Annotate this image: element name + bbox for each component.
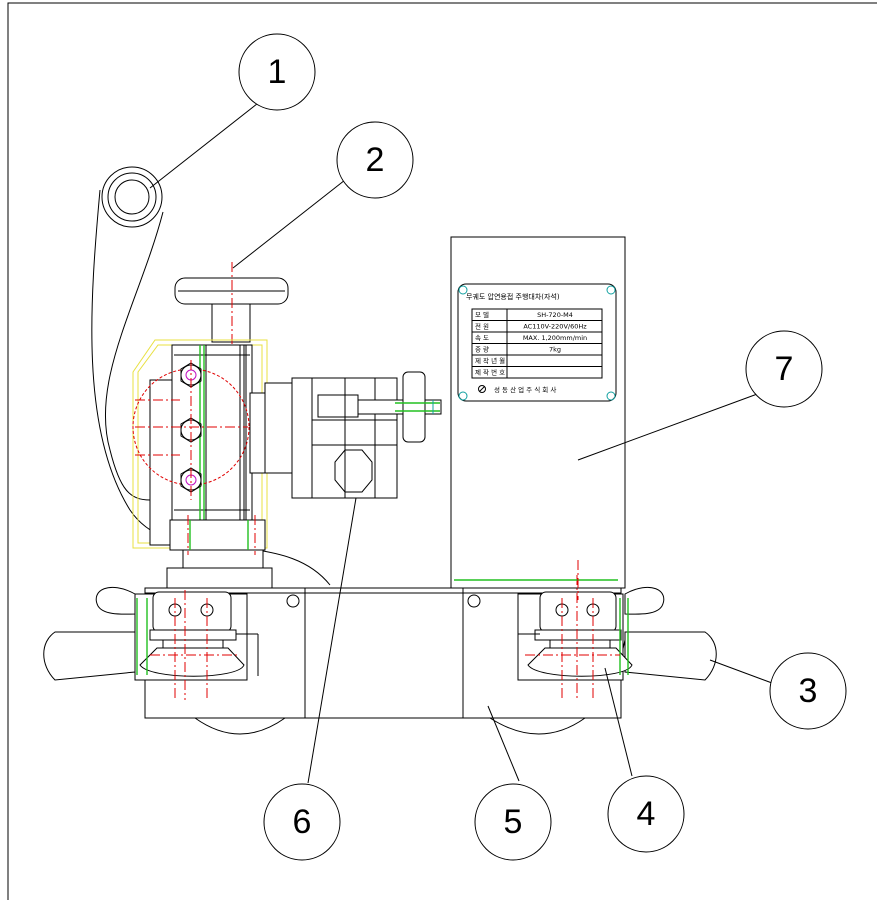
- nameplate-key: 제 작 년 월: [475, 356, 505, 365]
- callout-label: 4: [637, 795, 656, 833]
- callout-label: 7: [775, 350, 794, 388]
- maker-logo-icon: [478, 385, 486, 393]
- drawing-frame: [7, 2, 877, 900]
- torch-holder: [132, 262, 442, 589]
- nameplate-value: SH-720-M4: [537, 311, 573, 319]
- callout-label: 5: [504, 803, 523, 841]
- callout-7: 7: [745, 330, 823, 408]
- right-clamp: [517, 575, 717, 700]
- nameplate-value: AC110V-220V/60Hz: [523, 323, 587, 331]
- nameplate: 무궤도 압연용접 주행대차(자석) 모 델 SH-720-M4 전 원 AC11…: [457, 283, 617, 402]
- callout-label: 3: [799, 672, 818, 710]
- callout-5: 5: [474, 783, 552, 861]
- left-clamp: [43, 586, 259, 700]
- callout-label: 2: [366, 141, 385, 179]
- callout-6: 6: [263, 783, 341, 861]
- carriage-box: [450, 236, 626, 600]
- nameplate-maker: 성 동 산 업 주 식 회 사: [494, 385, 556, 394]
- nameplate-key: 전 원: [475, 322, 489, 331]
- nameplate-key: 제 작 번 호: [475, 368, 505, 377]
- nameplate-value: 7kg: [549, 346, 561, 354]
- callout-2: 2: [336, 121, 414, 199]
- callout-3: 3: [769, 652, 847, 730]
- leader-lines: [149, 99, 773, 784]
- nameplate-key: 중 량: [475, 346, 489, 354]
- cable-loop: [91, 166, 331, 586]
- callout-label: 6: [293, 803, 312, 841]
- nameplate-title: 무궤도 압연용접 주행대차(자석): [466, 292, 560, 301]
- nameplate-key: 속 도: [475, 334, 489, 342]
- nameplate-value: MAX. 1,200mm/min: [523, 334, 587, 342]
- callout-1: 1: [238, 33, 316, 111]
- nameplate-key: 모 델: [475, 311, 489, 319]
- callout-4: 4: [607, 775, 685, 853]
- callout-label: 1: [268, 53, 287, 91]
